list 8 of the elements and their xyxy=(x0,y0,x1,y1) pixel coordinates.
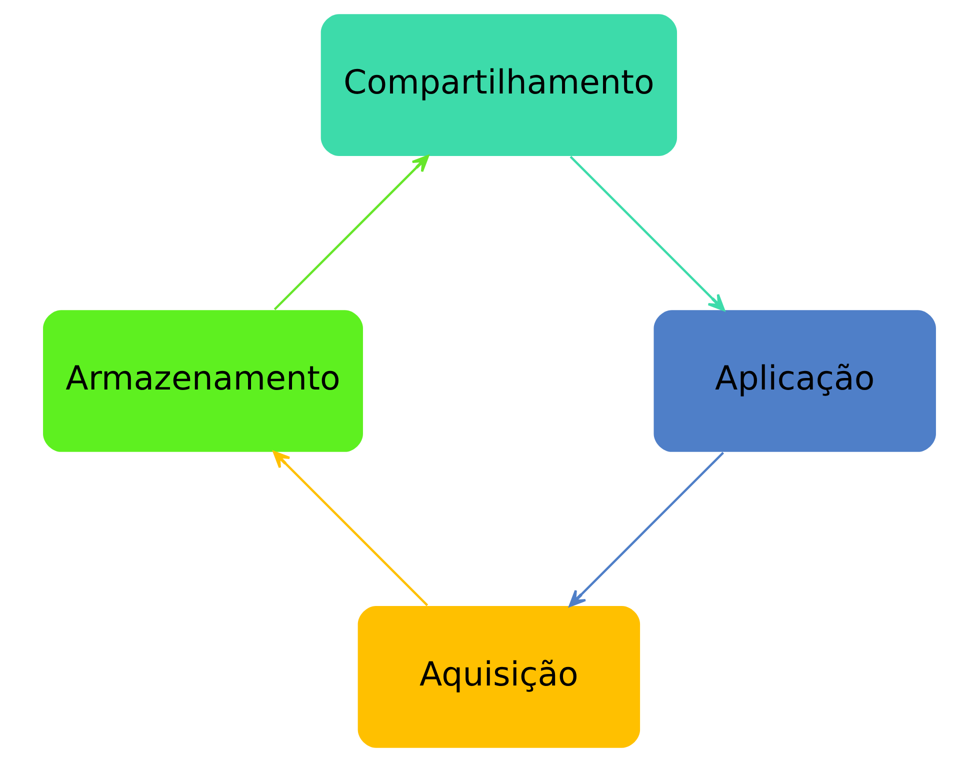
arrow xyxy=(568,452,724,608)
node-box: Armazenamento xyxy=(43,310,363,452)
node-box: Aquisição xyxy=(358,606,640,748)
arrow xyxy=(570,156,725,312)
arrow xyxy=(274,154,430,310)
node-box: Aplicação xyxy=(654,310,936,452)
arrow xyxy=(272,450,428,606)
node-box: Compartilhamento xyxy=(320,14,678,156)
